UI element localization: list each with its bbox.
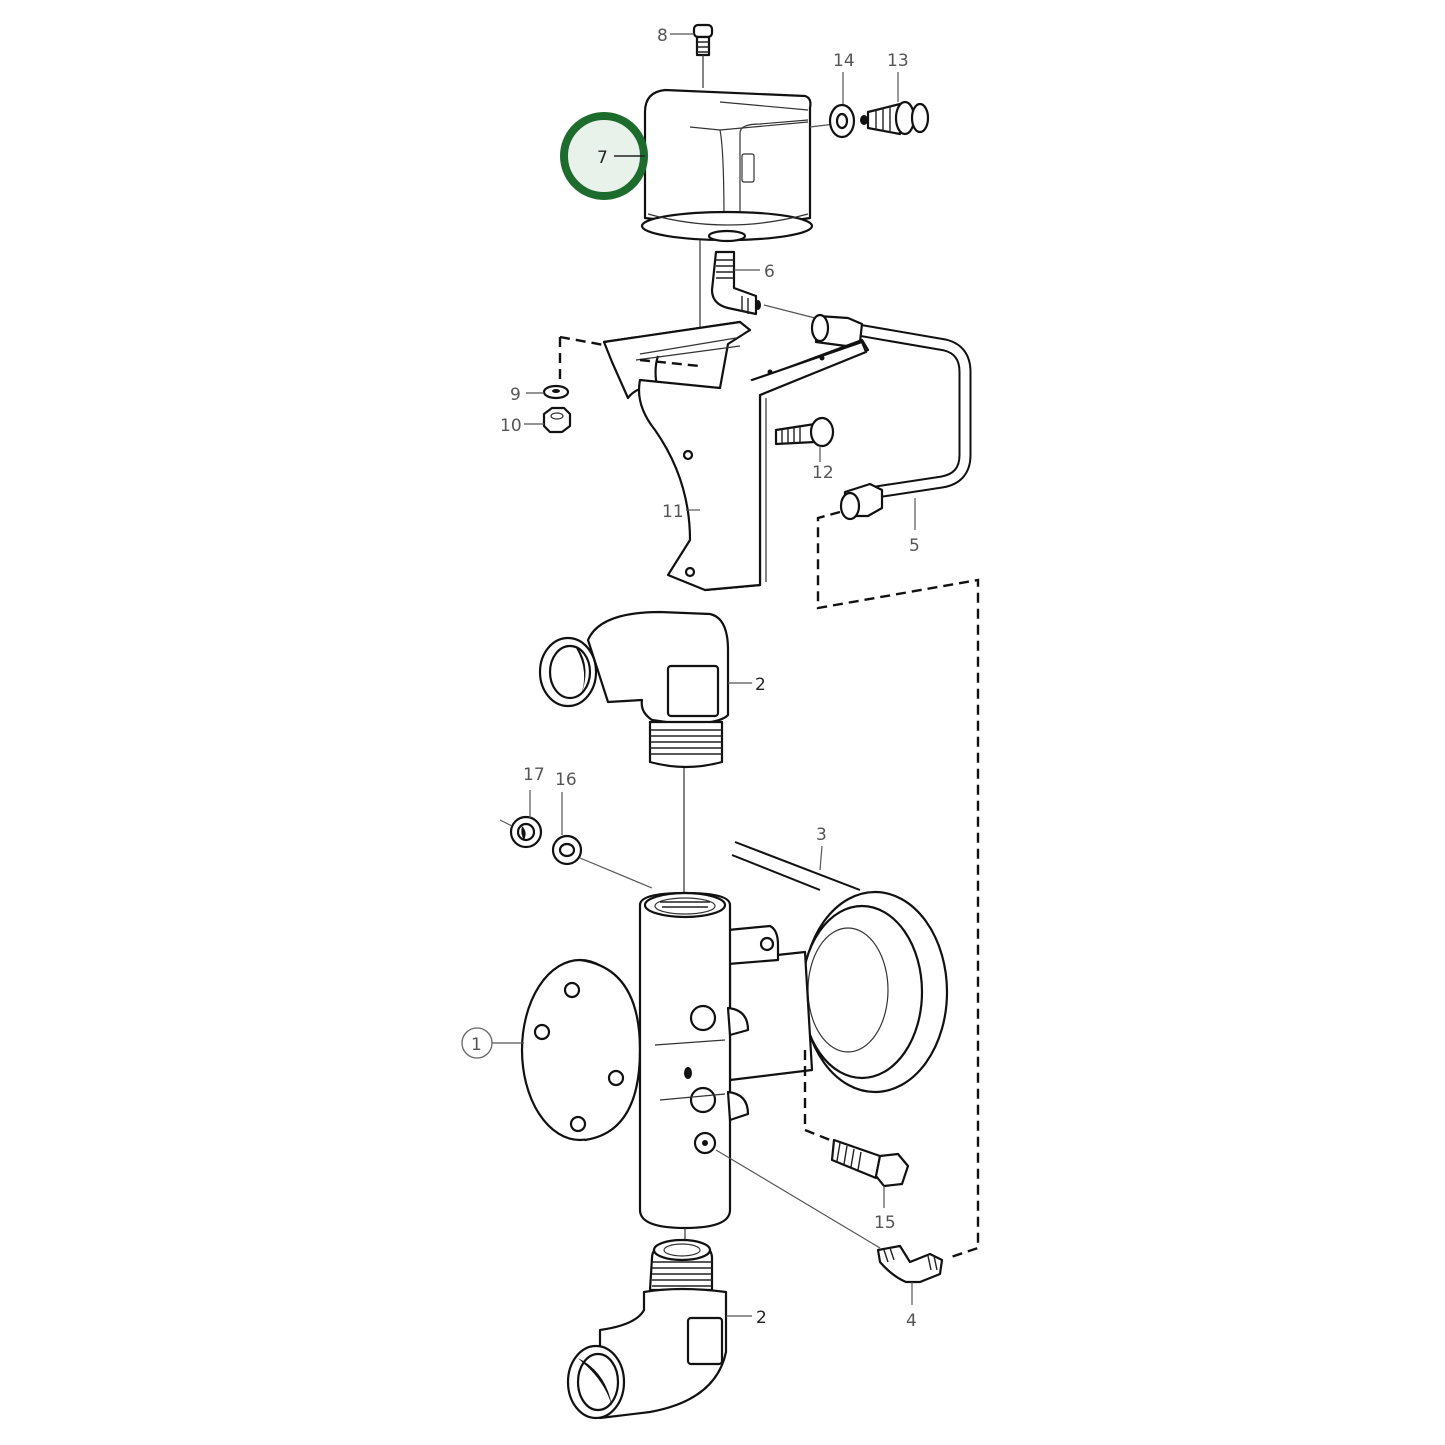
callout-14: 14: [833, 51, 855, 104]
part-13-connector[interactable]: [860, 100, 930, 136]
svg-text:16: 16: [555, 770, 577, 790]
svg-text:8: 8: [657, 26, 668, 46]
svg-text:2: 2: [755, 675, 766, 695]
callout-1: 1: [461, 1027, 524, 1059]
callout-2-upper: 2: [728, 675, 766, 695]
svg-text:6: 6: [764, 262, 775, 282]
svg-text:13: 13: [887, 51, 909, 71]
part-10-nut[interactable]: [542, 406, 572, 434]
part-8-screw[interactable]: [692, 23, 714, 88]
svg-text:7: 7: [597, 148, 608, 168]
callout-4: 4: [906, 1282, 917, 1331]
part-7-pressure-switch[interactable]: [640, 88, 814, 243]
svg-text:11: 11: [662, 502, 684, 522]
callout-15: 15: [874, 1186, 896, 1233]
part-11-bracket[interactable]: [559, 320, 870, 592]
part-5-pipe[interactable]: [810, 313, 972, 521]
part-9-washer[interactable]: [542, 384, 570, 400]
svg-text:4: 4: [906, 1311, 917, 1331]
part-1-pump[interactable]: [520, 891, 750, 1230]
callout-12: 12: [812, 446, 834, 483]
part-6-angle-nipple[interactable]: [710, 250, 761, 316]
part-12-bolt[interactable]: [774, 416, 835, 448]
callout-7-highlight[interactable]: 7: [560, 112, 648, 200]
svg-text:9: 9: [510, 385, 521, 405]
callout-8: 8: [657, 26, 694, 46]
part-3-belt-and-pulley[interactable]: [726, 841, 949, 1094]
callout-9: 9: [510, 385, 544, 405]
callout-13: 13: [887, 51, 909, 102]
part-14-washer[interactable]: [828, 103, 856, 139]
part-2-elbow-upper[interactable]: [538, 610, 730, 769]
svg-text:15: 15: [874, 1213, 896, 1233]
svg-text:3: 3: [816, 825, 827, 845]
svg-text:12: 12: [812, 463, 834, 483]
svg-text:14: 14: [833, 51, 855, 71]
part-4-angle-nipple[interactable]: [876, 1244, 944, 1284]
callout-2-lower: 2: [726, 1308, 767, 1328]
svg-text:5: 5: [909, 536, 920, 556]
part-15-bolt[interactable]: [830, 1138, 910, 1188]
part-2-elbow-lower[interactable]: [566, 1238, 728, 1420]
callout-6: 6: [734, 262, 775, 282]
part-16-washer[interactable]: [551, 834, 583, 866]
svg-text:2: 2: [756, 1308, 767, 1328]
callout-11: 11: [662, 502, 700, 522]
svg-text:1: 1: [471, 1035, 482, 1055]
callout-17: 17: [523, 765, 545, 818]
callout-3: 3: [816, 825, 827, 871]
svg-text:17: 17: [523, 765, 545, 785]
callout-16: 16: [555, 770, 577, 835]
svg-text:10: 10: [500, 416, 522, 436]
part-17-nut[interactable]: [509, 815, 543, 849]
callout-10: 10: [500, 416, 544, 436]
callout-5: 5: [909, 498, 920, 556]
